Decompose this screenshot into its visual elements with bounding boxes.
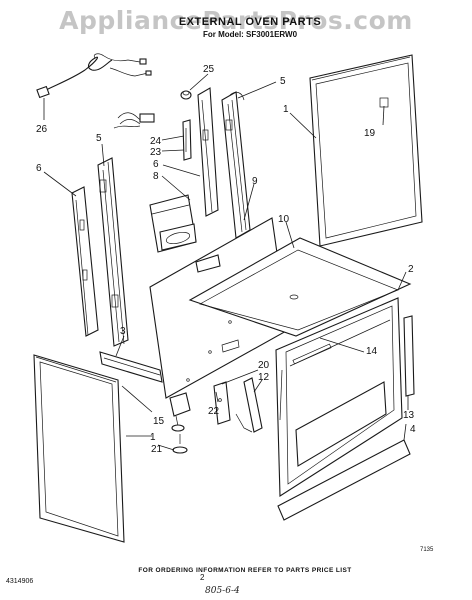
callout-15: 15 (153, 416, 165, 427)
wiring-harness-part (113, 112, 155, 129)
corner-code: 7135 (420, 547, 434, 553)
callout-4: 4 (410, 424, 416, 435)
front-oven-frame-part (275, 297, 403, 497)
right-rear-upright-part (221, 91, 251, 239)
callout-26: 26 (36, 124, 48, 135)
left-side-outer-panel-part (33, 354, 125, 543)
callout-12: 12 (258, 372, 270, 383)
callout-22: 22 (208, 406, 220, 417)
callout-23: 23 (150, 147, 162, 158)
right-side-panel-part (309, 54, 423, 247)
center-upright-part (197, 87, 219, 217)
vent-housing-part (149, 194, 197, 253)
callout-1-top: 1 (283, 104, 289, 115)
callout-5-left: 5 (96, 133, 102, 144)
leveling-leg-part (169, 392, 191, 432)
handwritten-note: 805-6-4 (205, 586, 240, 596)
callout-21: 21 (151, 444, 163, 455)
callout-24: 24 (150, 136, 162, 147)
page-number: 2 (200, 573, 205, 582)
grommet-part (180, 90, 192, 100)
callout-2: 2 (408, 264, 414, 275)
power-cord-part (36, 53, 152, 99)
watermark: AppliancePartsPros.com (59, 6, 413, 35)
front-bottom-rail-part (99, 351, 163, 383)
ordering-info: FOR ORDERING INFORMATION REFER TO PARTS … (138, 567, 352, 574)
leader-lines (43, 73, 409, 451)
bracket-strip-part (182, 119, 192, 161)
callout-8: 8 (153, 171, 159, 182)
document-number: 4314906 (6, 578, 34, 585)
model-subtitle: For Model: SF3001ERW0 (202, 30, 298, 39)
screw-foot-part (172, 434, 188, 454)
callout-10: 10 (278, 214, 290, 225)
callout-20: 20 (258, 360, 270, 371)
callout-numbers: 26 25 5 1 19 24 23 5 6 6 8 9 10 2 14 13 … (36, 64, 434, 553)
callout-9: 9 (252, 176, 258, 187)
page-title: EXTERNAL OVEN PARTS (178, 16, 322, 28)
kick-plate-part (277, 439, 411, 521)
hinge-bracket-part (213, 377, 263, 433)
right-trim-strip-part (403, 315, 415, 397)
left-side-panel-part (71, 186, 99, 337)
callout-25: 25 (203, 64, 215, 75)
callout-5-top: 5 (280, 76, 286, 87)
callout-3: 3 (120, 326, 126, 337)
callout-19: 19 (364, 128, 376, 139)
callout-6-left: 6 (36, 163, 42, 174)
callout-14: 14 (366, 346, 378, 357)
left-front-upright-part (97, 157, 129, 347)
callout-1-bottom: 1 (150, 432, 156, 443)
callout-6-center: 6 (153, 159, 159, 170)
callout-13: 13 (403, 410, 415, 421)
